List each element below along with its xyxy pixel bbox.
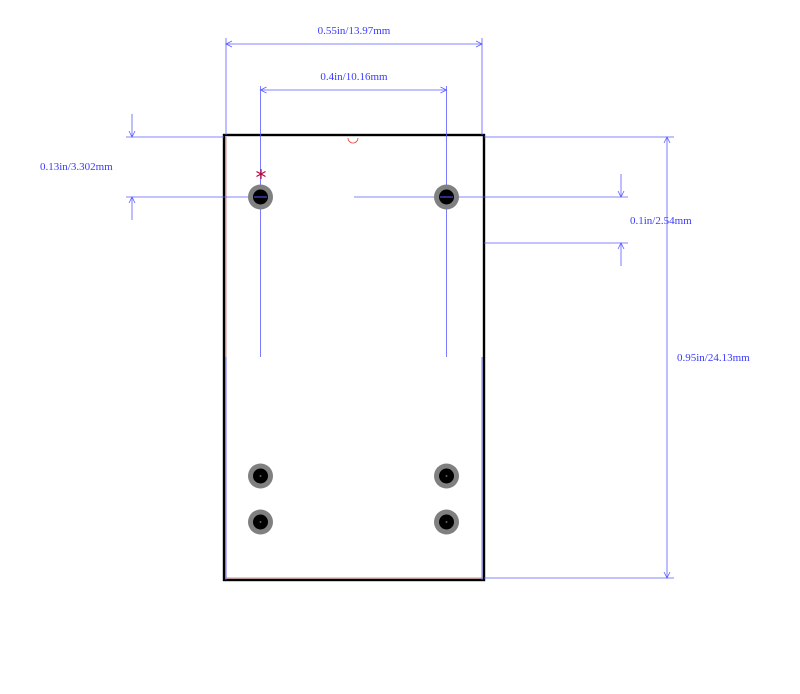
overall-width-label: 0.55in/13.97mm <box>318 25 391 37</box>
overall-width-dimension: 0.55in/13.97mm <box>225 25 483 135</box>
pad-2 <box>434 184 459 210</box>
pad-5 <box>248 509 273 535</box>
pin-guide-lines <box>225 86 483 580</box>
pin-spacing-x-dimension: 0.4in/10.16mm <box>259 71 448 94</box>
overall-height-dimension: 0.95in/24.13mm <box>484 136 750 579</box>
top-offset-dimension: 0.13in/3.302mm <box>40 114 248 220</box>
pin-spacing-y-dimension: 0.1in/2.54mm <box>354 174 692 266</box>
pad-3 <box>248 463 273 489</box>
pad-4 <box>434 463 459 489</box>
pad-6 <box>434 509 459 535</box>
overall-height-label: 0.95in/24.13mm <box>677 352 750 364</box>
pad-1 <box>248 184 273 210</box>
top-offset-label: 0.13in/3.302mm <box>40 161 113 173</box>
pin1-marker <box>256 169 266 179</box>
pin-spacing-x-label: 0.4in/10.16mm <box>320 71 388 83</box>
orientation-notch <box>347 137 359 144</box>
pin-spacing-y-label: 0.1in/2.54mm <box>630 215 692 227</box>
